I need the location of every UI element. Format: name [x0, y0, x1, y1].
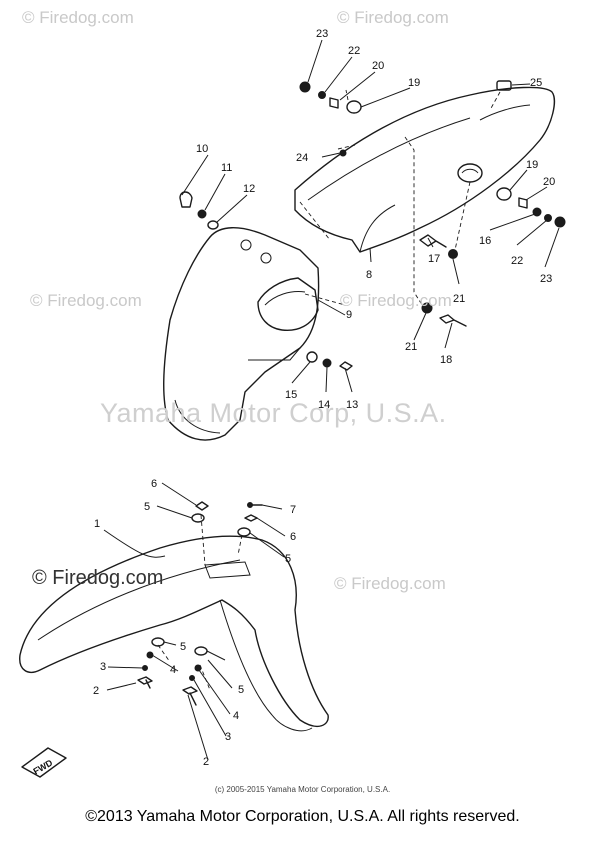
rear-flap: [163, 227, 346, 441]
rear-fender: [294, 86, 556, 309]
callout-number: 17: [428, 253, 440, 265]
callout-number: 5: [285, 553, 291, 565]
callout-number: 19: [408, 77, 420, 89]
copyright-footer: ©2013 Yamaha Motor Corporation, U.S.A. A…: [85, 808, 520, 825]
watermark-center: Yamaha Motor Corp, U.S.A.: [100, 398, 447, 428]
callout-number: 8: [366, 269, 372, 281]
callout-number: 15: [285, 389, 297, 401]
callout-number: 11: [221, 162, 232, 174]
front-hardware: [137, 501, 263, 706]
callout-number: 19: [526, 159, 538, 171]
front-fender: [19, 514, 329, 732]
callout-number: 20: [372, 60, 384, 72]
callout-number: 9: [346, 309, 352, 321]
fwd-arrow-icon: FWD: [21, 747, 67, 778]
callout-number: 23: [540, 273, 552, 285]
callout-number: 6: [290, 531, 296, 543]
callout-number: 23: [316, 28, 328, 40]
callout-number: 1: [94, 518, 100, 530]
watermark-lower-right: © Firedog.com: [334, 574, 446, 593]
callout-number: 18: [440, 354, 452, 366]
callout-number: 16: [479, 235, 491, 247]
callout-number: 2: [203, 756, 209, 768]
watermark-top-right: © Firedog.com: [337, 8, 449, 27]
callout-number: 22: [511, 255, 523, 267]
callout-number: 10: [196, 143, 208, 155]
callout-number: 20: [543, 176, 555, 188]
callout-number: 5: [144, 501, 150, 513]
callout-number: 7: [290, 504, 296, 516]
watermark-mid-right: © Firedog.com: [340, 291, 452, 310]
callout-number: 4: [233, 710, 239, 722]
callout-number: 6: [151, 478, 157, 490]
callout-number: 3: [225, 731, 231, 743]
fwd-label: FWD: [31, 757, 54, 776]
rear-hardware: [179, 80, 566, 371]
callout-number: 5: [238, 684, 244, 696]
callout-number: 13: [346, 399, 358, 411]
callout-number: 21: [405, 341, 417, 353]
callout-number: 5: [180, 641, 186, 653]
callout-number: 24: [296, 152, 308, 164]
callout-number: 2: [93, 685, 99, 697]
fine-print: (c) 2005-2015 Yamaha Motor Corporation, …: [214, 785, 391, 794]
callout-number: 4: [170, 664, 176, 676]
watermark-lower-left: © Firedog.com: [32, 567, 164, 589]
callout-number: 25: [530, 77, 542, 89]
callout-number: 21: [453, 293, 465, 305]
watermark-mid-left: © Firedog.com: [30, 291, 142, 310]
callout-number: 3: [100, 661, 106, 673]
callout-number: 14: [318, 399, 330, 411]
callout-number: 12: [243, 183, 255, 195]
callout-number: 22: [348, 45, 360, 57]
watermark-top-left: © Firedog.com: [22, 8, 134, 27]
